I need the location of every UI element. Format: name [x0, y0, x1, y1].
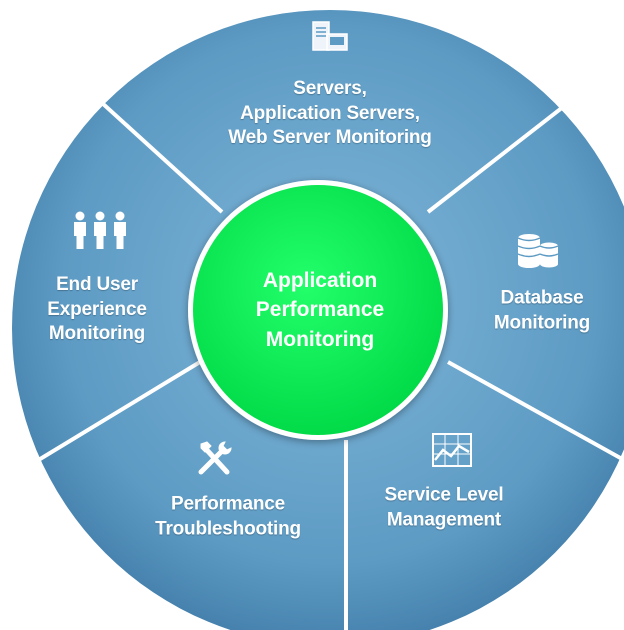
divider-right: [447, 360, 624, 462]
segment-troubleshooting-label: Performance Troubleshooting: [155, 493, 301, 539]
segment-end-user-label: End User Experience Monitoring: [47, 273, 147, 345]
center-circle-fill: [193, 185, 443, 435]
segment-dividers: [20, 70, 624, 630]
tools-icon: [198, 441, 232, 475]
divider-top-right: [426, 84, 592, 214]
center-label: Application Performance Monitoring: [255, 268, 385, 351]
users-icon: [74, 211, 126, 249]
divider-left: [20, 360, 202, 472]
segment-database-label: Database Monitoring: [493, 287, 591, 333]
server-icon: [312, 21, 348, 51]
divider-top-left: [66, 70, 224, 214]
database-icon: [517, 234, 559, 268]
chart-icon: [432, 433, 472, 467]
segment-service-level-label: Service Level Management: [384, 484, 504, 530]
segment-servers-label: Servers, Application Servers, Web Server…: [228, 77, 432, 149]
